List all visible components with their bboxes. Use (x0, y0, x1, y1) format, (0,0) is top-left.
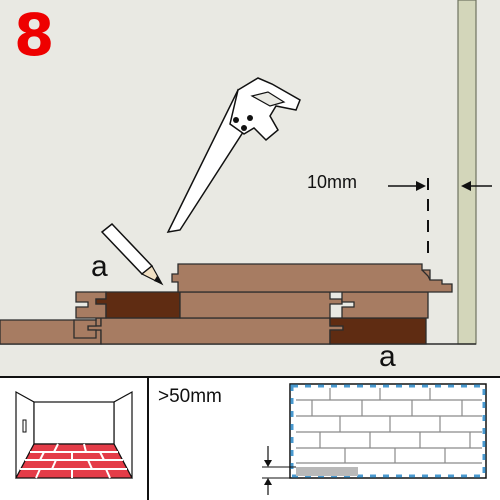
floor-board-row-bottom (0, 317, 427, 345)
gap-arrow-left (388, 181, 426, 191)
step-number: 8 (14, 1, 55, 69)
cut-mark-label-lower: a (379, 340, 396, 373)
floor-board-top-cut (171, 263, 453, 293)
room-floor-icon (15, 390, 133, 479)
floor-board-row-middle (75, 291, 429, 319)
wall (457, 0, 477, 345)
inset-distance-label: >50mm (158, 386, 222, 407)
hand-saw-icon (166, 77, 301, 233)
pencil-icon (100, 222, 164, 286)
brick-layout-icon (262, 383, 487, 495)
cut-mark-label-upper: a (91, 250, 108, 283)
wall-gap-label: 10mm (307, 172, 358, 192)
gap-arrow-right (461, 181, 492, 191)
